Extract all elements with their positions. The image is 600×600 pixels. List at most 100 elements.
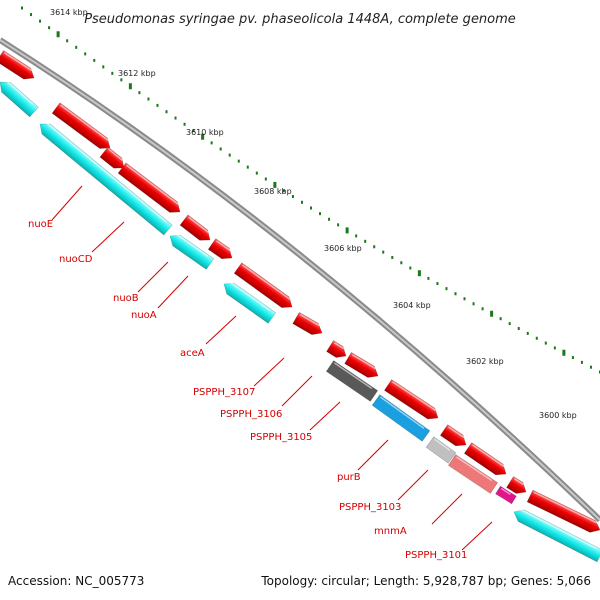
gene-label[interactable]: nuoCD	[59, 254, 93, 265]
cds-reverse	[0, 79, 39, 118]
ruler-minor-tick	[156, 103, 159, 107]
cds-reverse	[223, 280, 277, 324]
ruler-minor-tick	[291, 195, 294, 199]
gene-label[interactable]: aceA	[180, 348, 205, 359]
ruler-minor-tick	[48, 26, 51, 30]
ruler-major-tick	[345, 227, 349, 234]
ruler-minor-tick	[183, 122, 186, 126]
cds-forward	[99, 146, 125, 169]
ruler-label: 3604 kbp	[393, 301, 431, 310]
gene-pink	[447, 454, 499, 494]
label-leader-line	[431, 493, 463, 525]
ruler-minor-tick	[382, 250, 385, 254]
label-leader-line	[205, 315, 237, 345]
ruler-minor-tick	[84, 52, 87, 56]
ruler-minor-tick	[319, 212, 322, 216]
cds-forward	[463, 442, 507, 476]
ruler-minor-tick	[30, 13, 33, 17]
ruler-minor-tick	[454, 292, 457, 296]
ruler-label: 3600 kbp	[539, 411, 577, 420]
cds-forward	[179, 214, 211, 241]
cds-forward	[117, 162, 181, 213]
ruler-minor-tick	[409, 266, 412, 270]
ruler-minor-tick	[553, 346, 556, 350]
ruler-minor-tick	[517, 327, 520, 331]
ruler-minor-tick	[427, 276, 430, 280]
map-title: Pseudomonas syringae pv. phaseolicola 14…	[84, 12, 516, 27]
ruler-label: 3608 kbp	[254, 187, 292, 196]
ruler-minor-tick	[111, 71, 114, 75]
ruler-minor-tick	[463, 297, 466, 301]
ruler-minor-tick	[210, 141, 213, 145]
gene-label[interactable]: nuoB	[113, 293, 139, 304]
ruler-minor-tick	[391, 255, 394, 259]
ruler-minor-tick	[535, 336, 538, 340]
label-leader-line	[253, 357, 285, 387]
ruler-major-tick	[128, 83, 132, 90]
cds-forward	[292, 311, 323, 335]
ruler-minor-tick	[526, 331, 529, 335]
ruler-minor-tick	[445, 287, 448, 291]
cds-forward	[326, 340, 347, 358]
gene-label[interactable]: PSPPH_3101	[405, 550, 467, 561]
ruler-minor-tick	[544, 341, 547, 345]
label-leader-line	[461, 521, 493, 551]
cds-forward	[233, 262, 293, 308]
ruler-minor-tick	[237, 159, 240, 163]
gene-label[interactable]: nuoA	[131, 310, 157, 321]
ruler-major-tick	[417, 270, 421, 277]
ruler-minor-tick	[147, 97, 150, 101]
gene-label[interactable]: PSPPH_3107	[193, 387, 255, 398]
ruler-minor-tick	[102, 65, 105, 69]
label-leader-line	[91, 221, 125, 253]
ruler-minor-tick	[66, 39, 69, 43]
ruler-minor-tick	[364, 239, 367, 243]
ruler-major-tick	[201, 133, 205, 140]
ruler-major-tick	[56, 31, 60, 38]
ruler-minor-tick	[472, 302, 475, 306]
ruler-minor-tick	[373, 245, 376, 249]
cds-forward	[207, 238, 233, 260]
ruler-minor-tick	[246, 165, 249, 169]
ruler-minor-tick	[93, 58, 96, 62]
label-leader-line	[137, 261, 169, 293]
ruler-minor-tick	[436, 282, 439, 286]
gene-label[interactable]: PSPPH_3106	[220, 409, 282, 420]
ruler-minor-tick	[264, 177, 267, 181]
ruler-minor-tick	[282, 189, 285, 193]
cds-forward	[51, 102, 111, 149]
gene-label[interactable]: purB	[337, 472, 361, 483]
gene-labels: nuoE nuoCD nuoB nuoA aceA PSPPH_3107PSPPH_310…	[28, 185, 493, 561]
label-leader-line	[397, 469, 429, 501]
accession-text: Accession: NC_005773	[8, 574, 145, 588]
label-leader-line	[309, 401, 341, 431]
ruler-minor-tick	[481, 307, 484, 311]
ruler-minor-tick	[192, 129, 195, 133]
ruler-minor-tick	[138, 91, 141, 95]
gene-label[interactable]: PSPPH_3103	[339, 502, 401, 513]
ruler-major-tick	[490, 310, 494, 317]
label-leader-line	[357, 439, 389, 471]
ruler-minor-tick	[300, 200, 303, 204]
ruler-minor-tick	[499, 317, 502, 321]
cds-reverse	[513, 507, 600, 563]
cds-forward	[384, 379, 439, 420]
cds-forward	[439, 424, 467, 447]
ruler-minor-tick	[508, 322, 511, 326]
ruler-major-tick	[273, 181, 277, 188]
genome-backbone	[0, 37, 600, 523]
gene-label[interactable]: nuoE	[28, 219, 53, 230]
ruler-label: 3610 kbp	[186, 128, 224, 137]
ruler-minor-tick	[310, 206, 312, 210]
cds-reverse	[39, 120, 173, 236]
gene-label[interactable]: mnmA	[374, 526, 407, 537]
gene-magenta	[495, 485, 517, 505]
cds-forward	[0, 50, 35, 80]
gene-light-gray	[425, 436, 457, 464]
gene-dark	[325, 360, 379, 402]
ruler-minor-tick	[228, 153, 231, 157]
gene-label[interactable]: PSPPH_3105	[250, 432, 312, 443]
label-leader-line	[51, 185, 83, 221]
